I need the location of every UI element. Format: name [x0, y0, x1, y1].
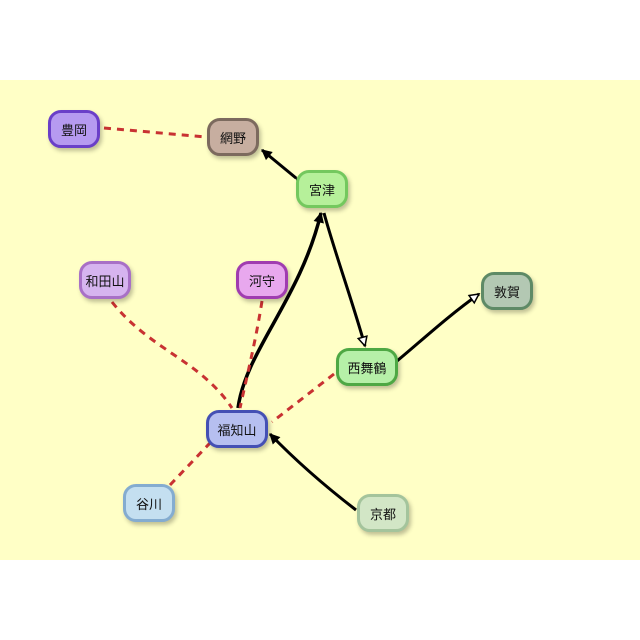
- edge-miyazu-amino: [261, 148, 308, 189]
- node-toyooka[interactable]: 豊岡: [48, 110, 100, 148]
- node-kyoto[interactable]: 京都: [357, 494, 409, 532]
- edge-nishimaizuru-fukuchiyama: [271, 372, 335, 424]
- edge-wadayama-fukuchiyama: [110, 301, 234, 409]
- edge-fukuchiyama-miyazu: [236, 211, 324, 409]
- node-nishimaizuru[interactable]: 西舞鶴: [336, 348, 398, 386]
- edge-miyazu-nishimaizuru: [322, 212, 368, 348]
- node-amino[interactable]: 網野: [207, 118, 259, 156]
- node-miyazu[interactable]: 宮津: [296, 170, 348, 208]
- node-wadayama[interactable]: 和田山: [79, 261, 131, 299]
- edge-nishimaizuru-tsuruga: [396, 292, 481, 363]
- node-tsuruga[interactable]: 敦賀: [481, 272, 533, 310]
- node-tanigawa[interactable]: 谷川: [123, 484, 175, 522]
- edge-tanigawa-fukuchiyama: [168, 441, 212, 487]
- node-kami[interactable]: 河守: [236, 261, 288, 299]
- edge-kami-fukuchiyama: [238, 300, 264, 409]
- edge-layer: [103, 126, 481, 512]
- node-fukuchiyama[interactable]: 福知山: [206, 410, 268, 448]
- edge-toyooka-amino: [103, 126, 207, 139]
- edge-kyoto-fukuchiyama: [268, 432, 357, 512]
